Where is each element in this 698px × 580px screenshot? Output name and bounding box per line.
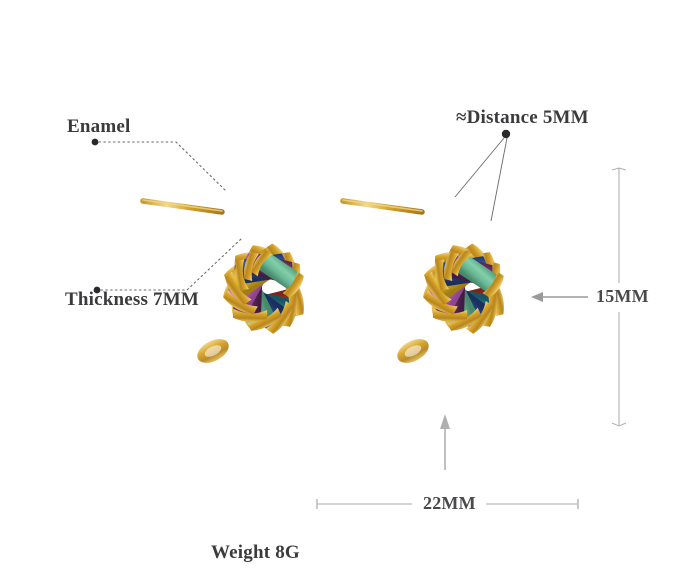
band-mint-tail — [251, 250, 304, 298]
left-earring — [140, 198, 304, 363]
enamel-band-group — [222, 243, 304, 334]
band-mint-tail-right — [451, 250, 504, 298]
label-width-dimension: 22MM — [418, 493, 481, 514]
label-enamel: Enamel — [67, 116, 131, 137]
earring-post-right — [340, 198, 425, 215]
enamel-band-group-right — [422, 243, 504, 334]
dimension-width — [316, 499, 579, 509]
band-red — [239, 281, 304, 328]
label-height-dimension: 15MM — [596, 286, 649, 306]
dimension-pointer-up — [440, 414, 450, 470]
label-weight: Weight 8G — [211, 542, 300, 563]
label-distance: ≈Distance 5MM — [456, 107, 589, 128]
right-earring — [340, 198, 504, 363]
leader-line-thickness — [93, 238, 242, 294]
label-thickness: Thickness 7MM — [65, 289, 200, 310]
dimension-height — [531, 167, 627, 427]
leader-line-enamel — [91, 138, 227, 192]
leader-line-distance — [454, 129, 511, 222]
earring-post — [140, 198, 225, 215]
